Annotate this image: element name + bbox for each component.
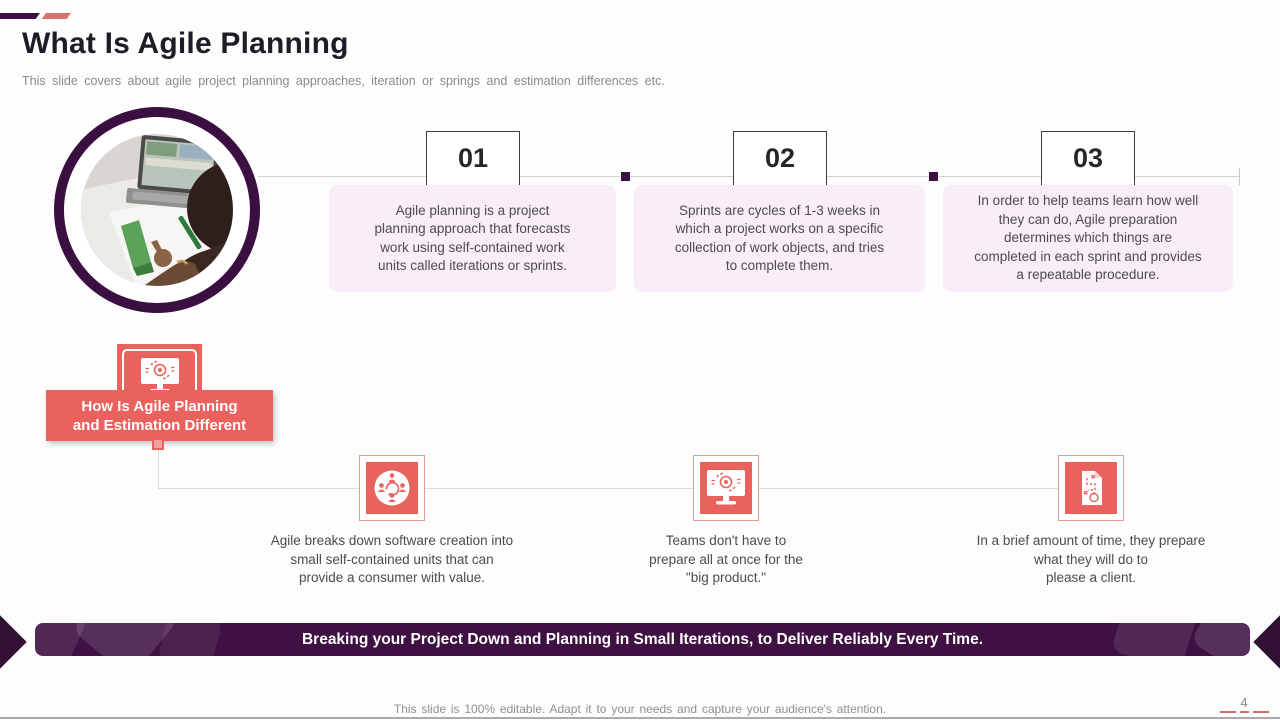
callout-connector-node	[152, 438, 164, 450]
banner-decoration	[1189, 623, 1250, 656]
banner-decoration	[156, 623, 224, 656]
point-icon-box-1	[359, 455, 425, 521]
point-text-1: Agile breaks down software creation into…	[270, 533, 514, 585]
point-icon-box-2	[693, 455, 759, 521]
planning-desk-photo-illustration	[81, 134, 233, 286]
monitor-process-icon	[707, 470, 745, 505]
step-description-03: In order to help teams learn how well th…	[943, 185, 1233, 292]
page-number-dash	[1240, 711, 1249, 713]
planning-desk-photo	[81, 134, 233, 286]
callout-title: How Is Agile Planning and Estimation Dif…	[46, 390, 273, 441]
step-description-02: Sprints are cycles of 1-3 weeks in which…	[634, 185, 925, 292]
accent-bar-purple	[0, 13, 40, 19]
takeaway-banner: Breaking your Project Down and Planning …	[35, 623, 1250, 656]
timeline-node-square	[929, 172, 938, 181]
step-description-01: Agile planning is a project planning app…	[329, 185, 616, 292]
edge-accent-left	[0, 612, 27, 672]
points-horizontal-line	[158, 488, 1091, 489]
step-number-box-03: 03	[1041, 131, 1135, 185]
takeaway-banner-text: Breaking your Project Down and Planning …	[301, 630, 984, 648]
circle-photo-gap	[64, 117, 250, 303]
point-icon-tile-3	[1065, 462, 1117, 514]
page-number-dash	[1220, 711, 1236, 713]
page-subtitle: This slide covers about agile project pl…	[22, 74, 665, 88]
step-number-box-01: 01	[426, 131, 520, 185]
accent-bar-coral	[42, 13, 71, 19]
point-icon-tile-2	[700, 462, 752, 514]
banner-decoration	[1110, 623, 1202, 656]
callout-vertical-line	[158, 450, 159, 488]
page-number-dash	[1253, 711, 1269, 713]
point-text-2: Teams don't have to prepare all at once …	[649, 533, 803, 585]
bottom-rule	[0, 717, 1280, 719]
point-icon-box-3	[1058, 455, 1124, 521]
timeline-node-square	[621, 172, 630, 181]
point-icon-tile-1	[366, 462, 418, 514]
edge-accent-right	[1253, 612, 1280, 672]
page-title: What Is Agile Planning	[22, 27, 349, 60]
strategy-plan-icon	[1082, 471, 1102, 505]
page-number: 4	[1240, 695, 1248, 710]
team-cycle-icon	[374, 470, 410, 506]
timeline-end-tick	[1239, 168, 1240, 185]
step-number-box-02: 02	[733, 131, 827, 185]
point-text-3: In a brief amount of time, they prepare …	[976, 533, 1206, 585]
editable-note: This slide is 100% editable. Adapt it to…	[393, 702, 887, 716]
circle-photo-frame	[54, 107, 260, 313]
